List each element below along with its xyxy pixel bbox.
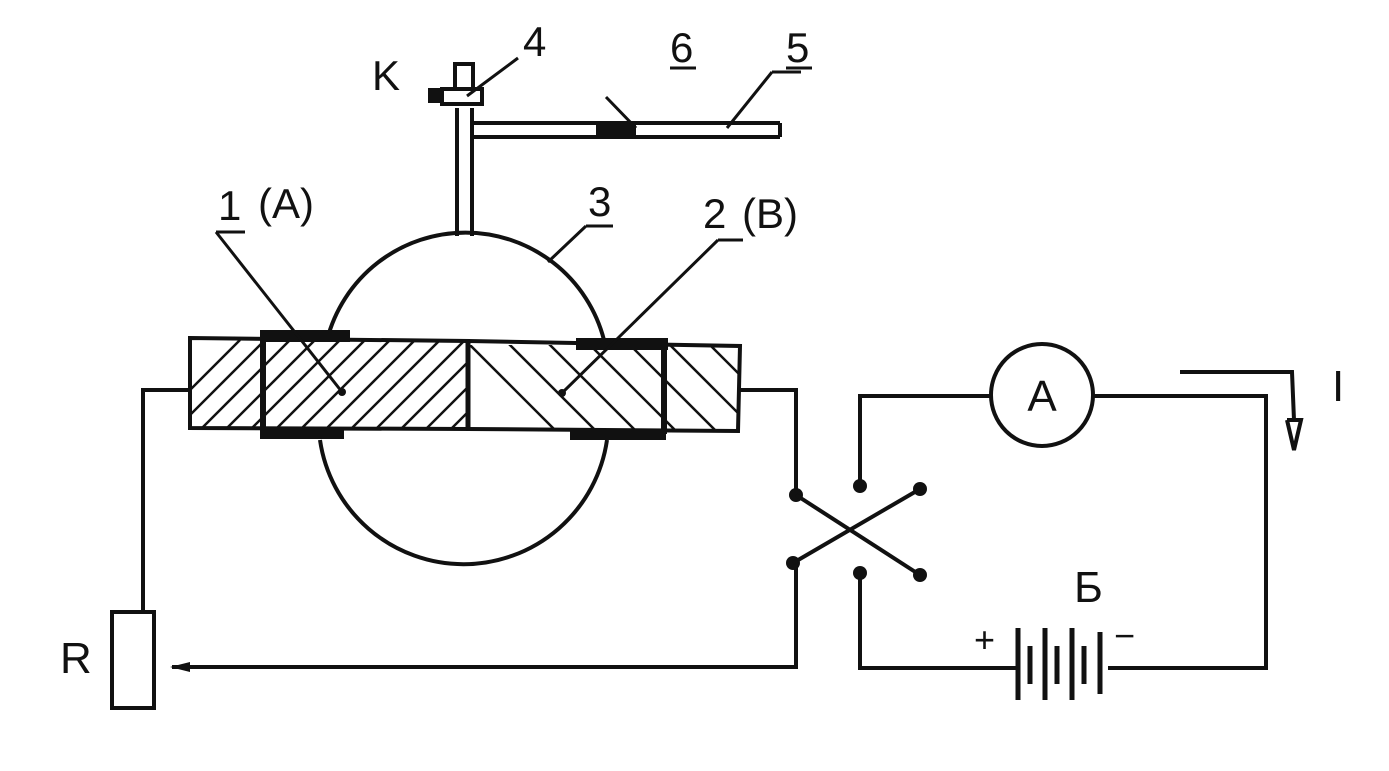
battery <box>1015 628 1103 700</box>
electrode-2 <box>570 338 668 440</box>
ammeter: A <box>989 342 1095 448</box>
label-6: 6 <box>670 24 693 71</box>
leader-lines <box>214 56 801 397</box>
label-4: 4 <box>523 18 546 65</box>
side-tube-marker <box>596 122 636 138</box>
sphere-tube <box>455 108 474 236</box>
specimen-left-half <box>188 335 470 432</box>
label-resistor: R <box>60 634 92 683</box>
label-2-suffix: (B) <box>742 190 798 237</box>
ammeter-label: A <box>1027 372 1057 421</box>
side-tube <box>472 121 782 139</box>
label-2: 2 <box>703 190 726 237</box>
reversing-switch <box>786 479 927 582</box>
label-k: K <box>372 52 400 99</box>
label-3: 3 <box>588 178 611 225</box>
label-plus: + <box>974 619 995 660</box>
electrode-1 <box>260 330 350 439</box>
rheostat-arrowhead <box>170 662 190 672</box>
label-current: I <box>1332 362 1344 411</box>
specimen-right-half <box>467 339 743 434</box>
label-1: 1 <box>218 182 241 229</box>
sphere-vessel <box>318 230 609 567</box>
label-5: 5 <box>786 24 809 71</box>
stopcock-valve <box>428 62 484 106</box>
circuit-wires <box>141 370 1304 670</box>
rheostat <box>110 610 156 710</box>
label-battery: Б <box>1074 563 1103 612</box>
label-minus: − <box>1114 615 1135 656</box>
label-1-suffix: (A) <box>258 180 314 227</box>
